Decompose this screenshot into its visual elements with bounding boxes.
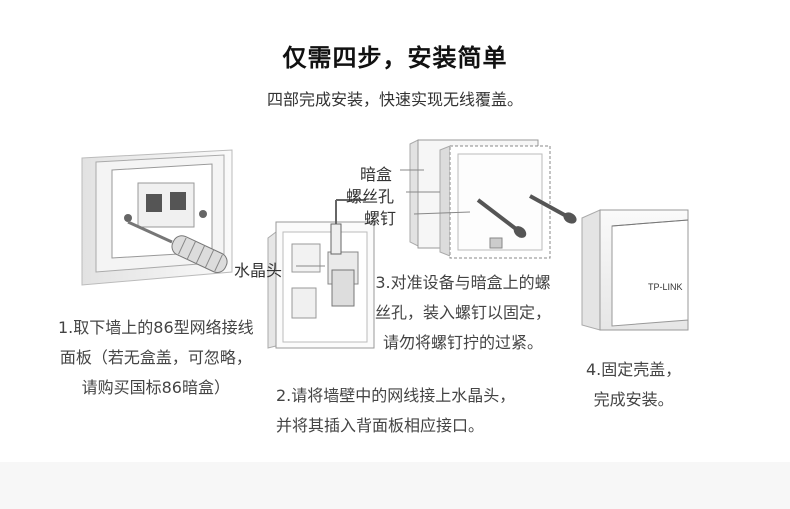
label-box: 暗盒 <box>360 165 393 184</box>
step3-device-screws-illustration <box>400 139 577 259</box>
step3-line3: 请勿将螺钉拧的过紧。 <box>383 333 544 352</box>
step1-wall-plate-illustration <box>81 149 233 286</box>
label-rj45: 水晶头 <box>234 261 283 280</box>
step1-line3: 请购买国标86暗盒） <box>81 378 230 397</box>
step4-finished-device-illustration: TP-LINK <box>581 209 689 331</box>
step4-caption: 4.固定壳盖， 完成安装。 <box>586 355 681 415</box>
label-screw: 螺钉 <box>364 209 397 228</box>
bottom-band <box>0 462 790 509</box>
step3-line1: 3.对准设备与暗盒上的螺 <box>375 273 551 292</box>
step2-line1: 2.请将墙壁中的网线接上水晶头， <box>276 386 516 405</box>
step4-line2: 完成安装。 <box>593 390 674 409</box>
label-screw-hole: 螺丝孔 <box>346 187 395 206</box>
step3-line2: 丝孔，装入螺钉以固定， <box>375 303 552 322</box>
step1-caption: 1.取下墙上的86型网络接线 面板（若无盒盖，可忽略， 请购买国标86暗盒） <box>58 313 254 403</box>
step2-back-panel-illustration <box>267 199 375 349</box>
step1-line2: 面板（若无盒盖，可忽略， <box>59 348 252 367</box>
page-subtitle: 四部完成安装，快速实现无线覆盖。 <box>266 90 523 109</box>
step3-caption: 3.对准设备与暗盒上的螺 丝孔，装入螺钉以固定， 请勿将螺钉拧的过紧。 <box>375 268 551 358</box>
step1-line1: 1.取下墙上的86型网络接线 <box>58 318 254 337</box>
step4-line1: 4.固定壳盖， <box>586 360 682 379</box>
page-title: 仅需四步，安装简单 <box>282 44 508 72</box>
step2-caption: 2.请将墙壁中的网线接上水晶头， 并将其插入背面板相应接口。 <box>276 381 515 441</box>
step2-line2: 并将其插入背面板相应接口。 <box>276 416 485 435</box>
tp-link-logo: TP-LINK <box>648 282 683 292</box>
